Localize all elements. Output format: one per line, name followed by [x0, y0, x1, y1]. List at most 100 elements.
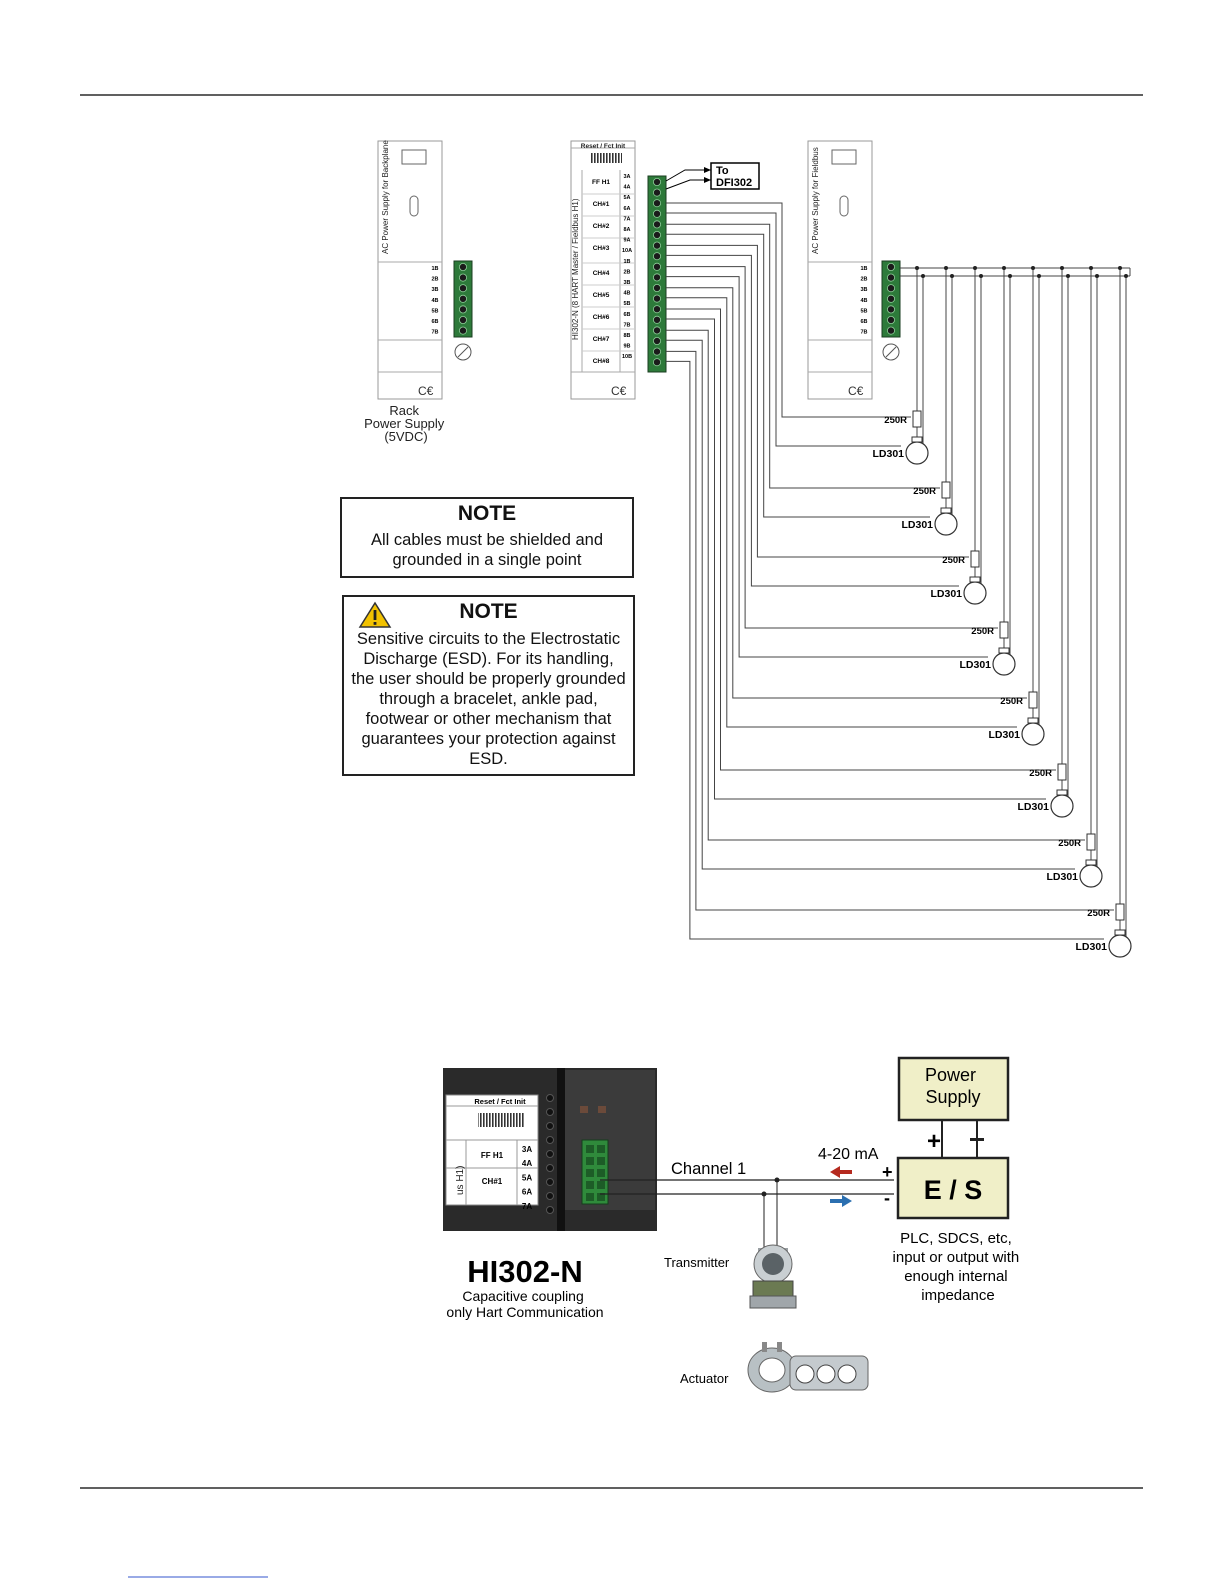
svg-text:C€: C€ — [848, 384, 864, 398]
terminal-screw-icon — [653, 262, 662, 271]
resistor-label: 250R — [942, 555, 965, 566]
terminal-label: 9B — [623, 344, 630, 350]
ld301-label: LD301 — [1017, 801, 1049, 813]
terminal-label: 10B — [622, 354, 632, 360]
resistor-label: 250R — [1000, 696, 1023, 707]
ld301-label: LD301 — [988, 729, 1020, 741]
terminal-label: 6B — [623, 312, 630, 318]
warning-icon — [358, 601, 392, 628]
terminal-screw-icon — [458, 273, 467, 282]
ld301-label: LD301 — [872, 448, 904, 460]
terminal-screw-icon — [653, 188, 662, 197]
terminal-screw-icon — [653, 358, 662, 367]
hi302-title: HI302-N (8 HART Master / Fieldbus H1) — [571, 198, 580, 340]
ce-mark: C€ — [418, 384, 434, 398]
psu-terminal-label: 1B — [431, 266, 438, 272]
resistor-icon — [912, 410, 922, 428]
terminal-screw-icon — [653, 220, 662, 229]
terminal-screw-icon — [887, 326, 896, 335]
psu-terminal-label: 3B — [860, 287, 867, 293]
note-shielding-title: NOTE — [457, 502, 517, 525]
terminal-screw-icon — [887, 315, 896, 324]
fieldbus-psu-title: AC Power Supply for Fieldbus — [811, 147, 820, 254]
psu-terminal-label: 2B — [431, 277, 438, 283]
terminal-screw-icon — [458, 305, 467, 314]
terminal-label: 3B — [623, 280, 630, 286]
terminal-screw-icon — [458, 262, 467, 271]
psu-terminal-label: 4B — [431, 298, 438, 304]
ld301-transmitter-icon — [1021, 722, 1045, 746]
terminal-label: 4A — [623, 185, 630, 191]
psu-terminal-label: 7B — [860, 330, 867, 336]
terminal-screw-icon — [887, 273, 896, 282]
terminal-screw-icon — [653, 294, 662, 303]
channel-label: CH#1 — [593, 201, 610, 208]
note-esd-body: Sensitive circuits to the Electrostatic … — [351, 630, 626, 768]
channel-label: CH#5 — [593, 292, 610, 299]
ld301-transmitter-icon — [934, 512, 958, 536]
terminal-label: 2B — [623, 269, 630, 275]
hi302-module: Reset / Fct Init HI302-N (8 HART Master … — [570, 140, 636, 400]
terminal-screw-icon — [458, 284, 467, 293]
resistor-icon — [999, 621, 1009, 639]
terminal-screw-icon — [653, 305, 662, 314]
psu-terminal-label: 6B — [860, 319, 867, 325]
terminal-screw-icon — [653, 326, 662, 335]
terminal-label: 1B — [623, 259, 630, 265]
terminal-screw-icon — [887, 284, 896, 293]
channel-label: FF H1 — [592, 179, 610, 186]
resistor-icon — [1086, 833, 1096, 851]
channel-label: CH#4 — [593, 270, 610, 277]
hi302-header: Reset / Fct Init — [581, 143, 626, 150]
psu-terminal-label: 1B — [860, 266, 867, 272]
rack-power-supply: AC Power Supply for Backplane C€ — [377, 140, 443, 400]
terminal-screw-icon — [653, 177, 662, 186]
terminal-screw-icon — [887, 262, 896, 271]
rack-psu-title: AC Power Supply for Backplane — [381, 140, 390, 254]
ld301-transmitter-icon — [963, 581, 987, 605]
rack-psu-caption: Rack Power Supply (5VDC) — [364, 403, 448, 444]
terminal-label: 3A — [623, 174, 630, 180]
resistor-label: 250R — [1058, 838, 1081, 849]
note-shielding: NOTE All cables must be shielded and gro… — [340, 497, 634, 578]
terminal-screw-icon — [653, 283, 662, 292]
terminal-screw-icon — [458, 315, 467, 324]
terminal-screw-icon — [653, 199, 662, 208]
svg-text:C€: C€ — [611, 384, 627, 398]
resistor-label: 250R — [884, 415, 907, 426]
channel-label: CH#7 — [593, 336, 610, 343]
channel-label: CH#6 — [593, 314, 610, 321]
wiring-diagram: AC Power Supply for Backplane C€ Rack Po… — [364, 140, 1132, 958]
resistor-label: 250R — [1087, 908, 1110, 919]
channel-label: CH#3 — [593, 245, 610, 252]
terminal-label: 8B — [623, 333, 630, 339]
terminal-label: 7B — [623, 322, 630, 328]
fieldbus-power-supply: AC Power Supply for Fieldbus 1B2B3B4B5B6… — [807, 140, 873, 400]
note-shielding-body: All cables must be shielded and grounded… — [370, 531, 604, 569]
terminal-label: 4B — [623, 291, 630, 297]
channel-label: CH#8 — [593, 358, 610, 365]
resistor-icon — [941, 481, 951, 499]
terminal-screw-icon — [887, 294, 896, 303]
terminal-screw-icon — [458, 326, 467, 335]
terminal-screw-icon — [653, 273, 662, 282]
psu-terminal-label: 2B — [860, 277, 867, 283]
terminal-label: 9A — [623, 238, 630, 244]
ld301-transmitter-icon — [1050, 794, 1074, 818]
terminal-screw-icon — [653, 336, 662, 345]
psu-terminal-label: 6B — [431, 319, 438, 325]
terminal-screw-icon — [653, 347, 662, 356]
note-esd: NOTE Sensitive circuits to the Electrost… — [342, 595, 635, 776]
channel-label: CH#2 — [593, 223, 610, 230]
terminal-screw-icon — [653, 252, 662, 261]
terminal-screw-icon — [458, 294, 467, 303]
ld301-label: LD301 — [959, 659, 991, 671]
terminal-screw-icon — [653, 230, 662, 239]
note-esd-title: NOTE — [459, 600, 518, 623]
terminal-screw-icon — [887, 305, 896, 314]
resistor-label: 250R — [913, 486, 936, 497]
psu-terminal-label: 5B — [431, 308, 438, 314]
terminal-label: 8A — [623, 227, 630, 233]
ld301-transmitter-icon — [1108, 934, 1132, 958]
